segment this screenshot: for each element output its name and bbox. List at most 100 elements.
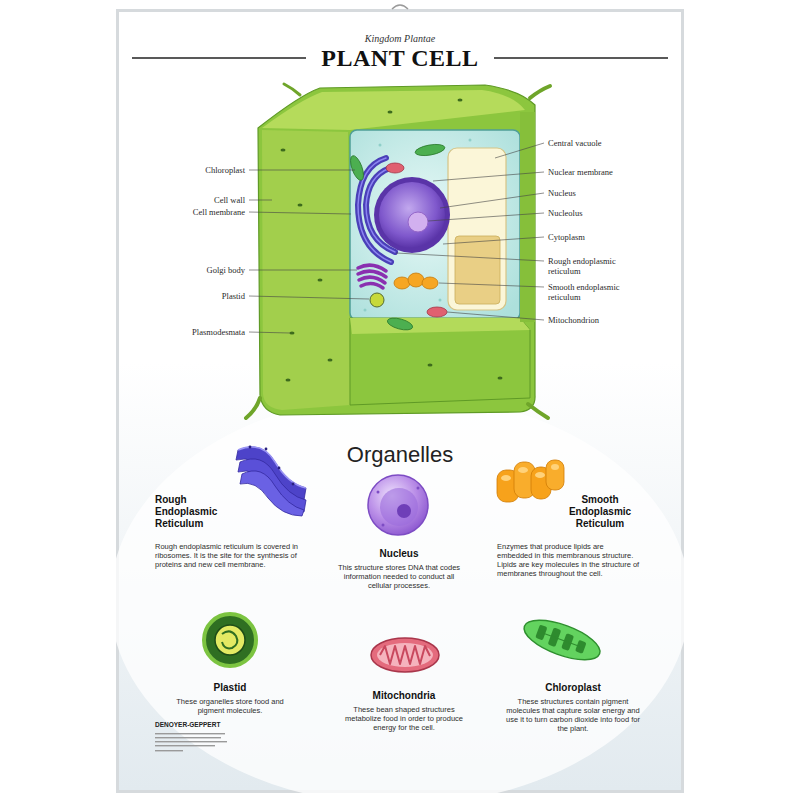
organelle-description: Enzymes that produce lipids are embedded…: [497, 542, 640, 578]
fine-print-part: [155, 750, 183, 751]
plasmodesmata-dots-part: [290, 331, 295, 334]
organelle-heading: Plastid: [170, 682, 290, 694]
cell-mitochondria: [386, 163, 447, 317]
part-label: Cell wall: [135, 195, 245, 205]
organelle-description: These structures contain pigment molecul…: [505, 697, 641, 733]
leader-lines-part: [249, 332, 290, 333]
fine-print-part: [155, 745, 215, 746]
rough-er-icon: [236, 446, 306, 516]
cell-wall-part: [530, 86, 550, 98]
leader-lines-part: [443, 237, 544, 244]
part-label: Plastid: [135, 291, 245, 301]
cell-floor: [350, 112, 535, 405]
part-label: Smooth endoplasmic reticulum: [548, 282, 640, 302]
organelle-description: These bean shaped structures metabolize …: [342, 705, 466, 732]
smooth-er-icon-part: [551, 464, 559, 470]
fine-print-part: [155, 737, 221, 738]
plastid-icon-part: [215, 625, 245, 655]
plasmodesmata-dots-part: [328, 358, 333, 361]
organelle-heading: Chloroplast: [505, 682, 641, 694]
smooth-er-part: [422, 277, 438, 289]
part-label: Nucleolus: [548, 208, 640, 218]
cytoplasm-part: [350, 130, 520, 320]
rough-er-icon-part: [249, 446, 252, 449]
plasmodesmata-dots-part: [388, 110, 393, 113]
organelle-description: These organelles store food and pigment …: [170, 697, 290, 715]
cell-chloroplasts-part: [386, 316, 414, 332]
plasmodesmata-dots-part: [318, 278, 323, 281]
part-label: Nucleus: [548, 188, 640, 198]
nucleus: [374, 177, 450, 253]
section-heading: Organelles: [290, 443, 510, 467]
nucleus-icon-part: [368, 475, 428, 535]
cytoplasm-part: [469, 139, 472, 142]
cell-wall-part: [262, 90, 525, 130]
plasmodesmata-dots-part: [281, 148, 286, 151]
leader-lines-part: [447, 312, 544, 320]
plasmodesmata-dots: [281, 98, 503, 381]
cytoplasm: [350, 130, 520, 320]
central-vacuole-part: [448, 148, 506, 310]
plastid-icon-part: [222, 631, 237, 648]
part-label: Cell membrane: [135, 207, 245, 217]
title-rule-part: [132, 57, 306, 59]
chloroplast-icon-part: [541, 632, 582, 647]
nucleus-icon-part: [380, 488, 418, 526]
smooth-er-part: [408, 273, 424, 287]
part-label: Golgi body: [135, 265, 245, 275]
mitochondria-icon-part: [380, 646, 430, 664]
part-label: Rough endoplasmic reticulum: [548, 256, 640, 276]
plastid-icon-part: [204, 614, 256, 666]
part-label: Mitochondrion: [548, 315, 640, 325]
leader-lines: [249, 143, 544, 333]
mitochondria-icon: [371, 638, 439, 672]
part-label: Cytoplasm: [548, 232, 640, 242]
poster-sheet-part: [110, 395, 690, 800]
title-rule-part: [494, 57, 668, 59]
leader-lines-part: [440, 193, 544, 208]
leader-lines-part: [428, 213, 544, 221]
organelle-card: Rough Endoplasmic ReticulumRough endopla…: [155, 494, 303, 571]
leader-lines-part: [433, 172, 544, 181]
poster-title: PLANT CELL: [280, 44, 520, 72]
organelle-description: Rough endoplasmic reticulum is covered i…: [155, 542, 303, 569]
golgi-body-part: [361, 283, 383, 288]
nucleus-part: [379, 182, 445, 248]
leader-lines-part: [495, 143, 544, 158]
rough-er-icon-part: [292, 483, 295, 486]
cytoplasm-part: [379, 144, 382, 147]
nucleus-part: [374, 177, 450, 253]
organelle-card: NucleusThis structure stores DNA that co…: [337, 548, 461, 592]
poster-sheet-part: [392, 5, 408, 9]
leader-lines-part: [249, 212, 351, 214]
central-vacuole-part: [455, 236, 500, 304]
plasmodesmata-dots-part: [286, 378, 291, 381]
organelle-heading: Mitochondria: [342, 690, 466, 702]
cell-floor-part: [350, 318, 530, 405]
cell-wall-part: [258, 85, 535, 415]
fine-print-part: [155, 741, 227, 742]
mitochondria-icon-part: [371, 638, 439, 672]
organelle-description: This structure stores DNA that codes inf…: [337, 563, 461, 590]
central-vacuole: [448, 148, 506, 310]
organelle-card: PlastidThese organelles store food and p…: [170, 682, 290, 717]
nucleus-icon: [368, 475, 428, 535]
nucleus-icon-part: [382, 524, 385, 527]
plasmodesmata-dots-part: [428, 363, 433, 366]
plasmodesmata-dots-part: [498, 376, 503, 379]
cell-chloroplasts-part: [414, 142, 445, 157]
cell-plastid-part: [370, 293, 384, 307]
part-label: Nuclear membrane: [548, 167, 640, 177]
smooth-er-icon-part: [518, 467, 528, 473]
cell-wall: [246, 84, 550, 418]
leader-lines-part: [249, 270, 357, 271]
rough-er-icon-part: [278, 467, 281, 470]
rough-er-icon-part: [265, 448, 268, 451]
cell-mitochondria-part: [386, 163, 404, 173]
cell-wall-part: [528, 404, 548, 418]
organelle-card: ChloroplastThese structures contain pigm…: [505, 682, 641, 735]
mitochondria-icon-part: [377, 643, 433, 667]
leader-lines-part: [249, 296, 369, 299]
cell-chloroplasts-part: [348, 154, 366, 182]
